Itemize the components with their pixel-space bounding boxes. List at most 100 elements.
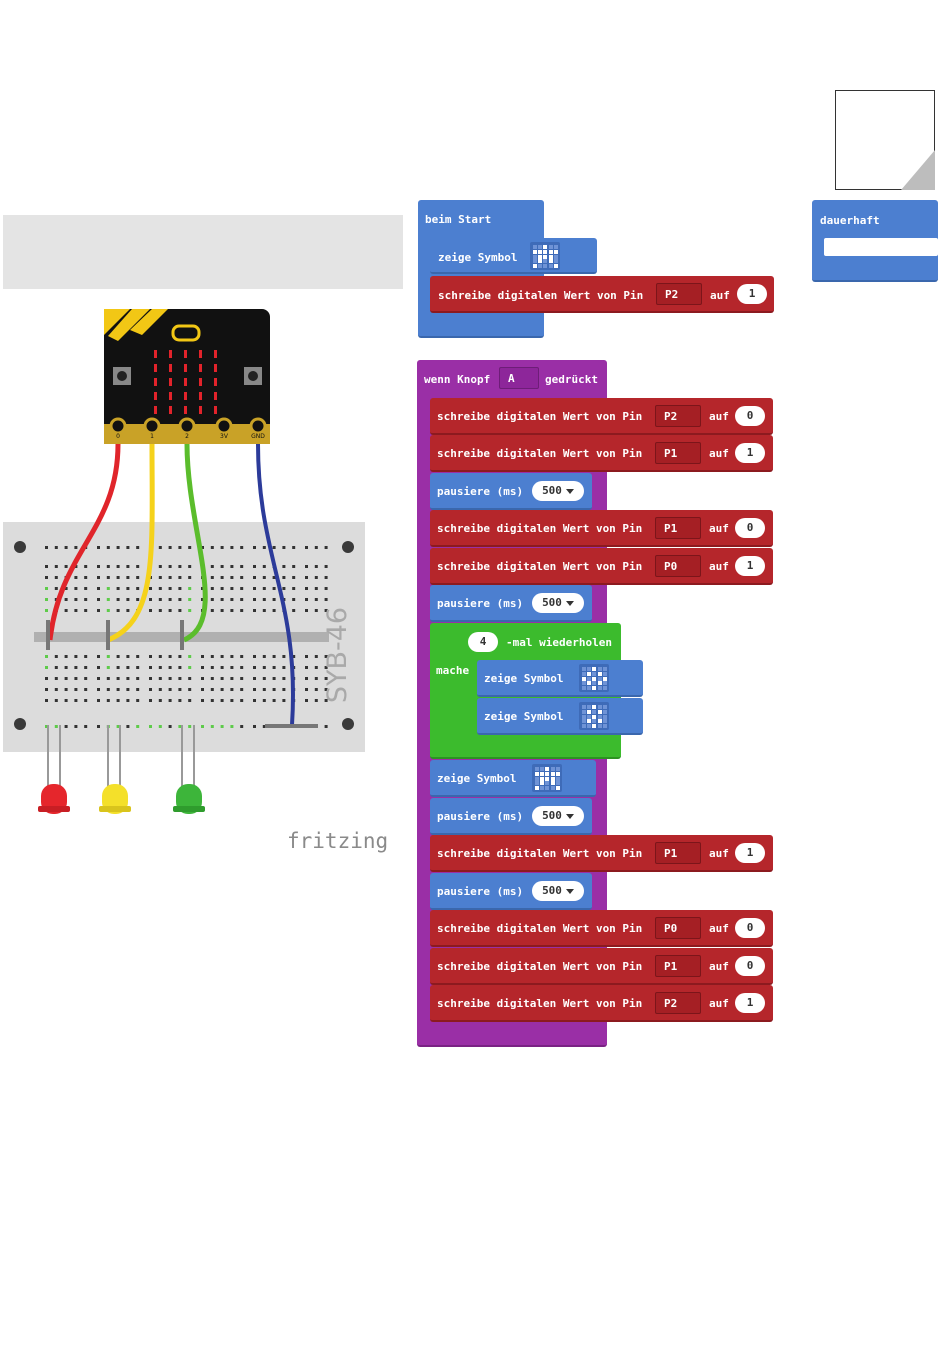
- pause-label: pausiere (ms): [437, 485, 524, 498]
- pin-dropdown[interactable]: P1: [655, 442, 701, 464]
- write-digital-block[interactable]: [430, 985, 773, 1022]
- write-digital-block[interactable]: [430, 435, 773, 472]
- value-input[interactable]: 0: [735, 956, 765, 976]
- breadboard-screw: [14, 541, 26, 553]
- led-symbol-grid[interactable]: [579, 664, 609, 692]
- do-label: mache: [436, 664, 470, 677]
- forever-notch: [824, 238, 938, 256]
- pin-dropdown[interactable]: P0: [655, 555, 701, 577]
- show-symbol-block[interactable]: [430, 760, 596, 797]
- pause-dropdown[interactable]: 500: [532, 806, 584, 826]
- show-symbol-label: zeige Symbol: [437, 772, 517, 785]
- write-digital-block[interactable]: [430, 510, 773, 547]
- chevron-down-icon: [565, 813, 574, 819]
- on-label: auf: [709, 960, 729, 973]
- show-symbol-block[interactable]: [477, 698, 643, 735]
- pin-dropdown[interactable]: P1: [655, 517, 701, 539]
- show-symbol-label: zeige Symbol: [484, 710, 564, 723]
- chevron-down-icon: [565, 888, 574, 894]
- write-digital-label: schreibe digitalen Wert von Pin: [437, 522, 643, 535]
- value-input[interactable]: 0: [735, 518, 765, 538]
- circuit-diagram: SYB-46 0 1 2 3V GND: [0, 300, 400, 860]
- pause-label: pausiere (ms): [437, 885, 524, 898]
- pin-dropdown[interactable]: P1: [655, 955, 701, 977]
- write-digital-block[interactable]: [430, 276, 774, 313]
- circuit-svg: SYB-46 0 1 2 3V GND: [3, 309, 388, 853]
- write-digital-block[interactable]: [430, 835, 773, 872]
- write-digital-label: schreibe digitalen Wert von Pin: [437, 847, 643, 860]
- pin-dropdown[interactable]: P0: [655, 917, 701, 939]
- value-input[interactable]: 0: [735, 918, 765, 938]
- pin-dropdown[interactable]: P1: [655, 842, 701, 864]
- value-input[interactable]: 1: [735, 993, 765, 1013]
- on-label: auf: [709, 560, 729, 573]
- on-button-header-prefix: wenn Knopf: [424, 373, 491, 386]
- on-label: auf: [709, 410, 729, 423]
- write-digital-label: schreibe digitalen Wert von Pin: [437, 560, 643, 573]
- wire-red: [47, 443, 121, 641]
- on-start-header: beim Start: [425, 213, 492, 226]
- pause-label: pausiere (ms): [437, 597, 524, 610]
- breadboard-label: SYB-46: [322, 607, 353, 703]
- led-symbol-grid[interactable]: [532, 764, 562, 792]
- write-digital-label: schreibe digitalen Wert von Pin: [438, 289, 644, 302]
- show-symbol-block[interactable]: [430, 238, 597, 274]
- led-symbol-grid[interactable]: [579, 702, 609, 730]
- value-input[interactable]: 1: [735, 443, 765, 463]
- on-label: auf: [709, 922, 729, 935]
- led-green: [173, 784, 205, 814]
- led-yellow: [99, 784, 131, 814]
- wire-yellow: [107, 443, 155, 643]
- value-input[interactable]: 1: [735, 556, 765, 576]
- write-digital-block[interactable]: [430, 398, 773, 435]
- on-label: auf: [709, 997, 729, 1010]
- led-red: [38, 784, 70, 814]
- value-input[interactable]: 0: [735, 406, 765, 426]
- write-digital-label: schreibe digitalen Wert von Pin: [437, 997, 643, 1010]
- breadboard-screw: [342, 718, 354, 730]
- on-label: auf: [709, 522, 729, 535]
- wire-green: [182, 443, 208, 643]
- write-digital-label: schreibe digitalen Wert von Pin: [437, 922, 643, 935]
- fritzing-logo: fritzing: [287, 829, 388, 853]
- on-label: auf: [709, 847, 729, 860]
- pause-dropdown[interactable]: 500: [532, 481, 584, 501]
- microbit-pin-label: 3V: [220, 433, 229, 440]
- on-button-header-suffix: gedrückt: [545, 373, 598, 386]
- value-input[interactable]: 1: [737, 284, 767, 304]
- write-digital-block[interactable]: [430, 910, 773, 947]
- page-curl-icon: [901, 150, 935, 190]
- on-label: auf: [709, 447, 729, 460]
- microbit-board: 0 1 2 3V GND: [104, 309, 270, 444]
- forever-header: dauerhaft: [820, 214, 880, 227]
- pin-dropdown[interactable]: P2: [655, 992, 701, 1014]
- pin-dropdown[interactable]: P2: [656, 283, 702, 305]
- button-dropdown[interactable]: A: [499, 367, 539, 389]
- pause-label: pausiere (ms): [437, 810, 524, 823]
- breadboard-screw: [14, 718, 26, 730]
- write-digital-block[interactable]: [430, 548, 773, 585]
- show-symbol-block[interactable]: [477, 660, 643, 697]
- led-symbol-grid[interactable]: [530, 242, 560, 270]
- microbit-pin-label: 1: [150, 433, 154, 440]
- gray-banner: [3, 215, 403, 289]
- show-symbol-label: zeige Symbol: [484, 672, 564, 685]
- pause-dropdown[interactable]: 500: [532, 881, 584, 901]
- on-button-spine: [417, 395, 431, 1025]
- wire-blue: [256, 443, 295, 726]
- chevron-down-icon: [565, 600, 574, 606]
- repeat-count-input[interactable]: 4: [468, 632, 498, 652]
- show-symbol-label: zeige Symbol: [438, 251, 518, 264]
- corner-placeholder-box: [835, 90, 935, 190]
- write-digital-label: schreibe digitalen Wert von Pin: [437, 447, 643, 460]
- write-digital-label: schreibe digitalen Wert von Pin: [437, 410, 643, 423]
- write-digital-block[interactable]: [430, 948, 773, 985]
- microbit-pin-label: 0: [116, 433, 120, 440]
- repeat-label: -mal wiederholen: [506, 636, 612, 649]
- microbit-pin-label: 2: [185, 433, 189, 440]
- microbit-pin-label: GND: [251, 433, 265, 440]
- value-input[interactable]: 1: [735, 843, 765, 863]
- pause-dropdown[interactable]: 500: [532, 593, 584, 613]
- pin-dropdown[interactable]: P2: [655, 405, 701, 427]
- chevron-down-icon: [565, 488, 574, 494]
